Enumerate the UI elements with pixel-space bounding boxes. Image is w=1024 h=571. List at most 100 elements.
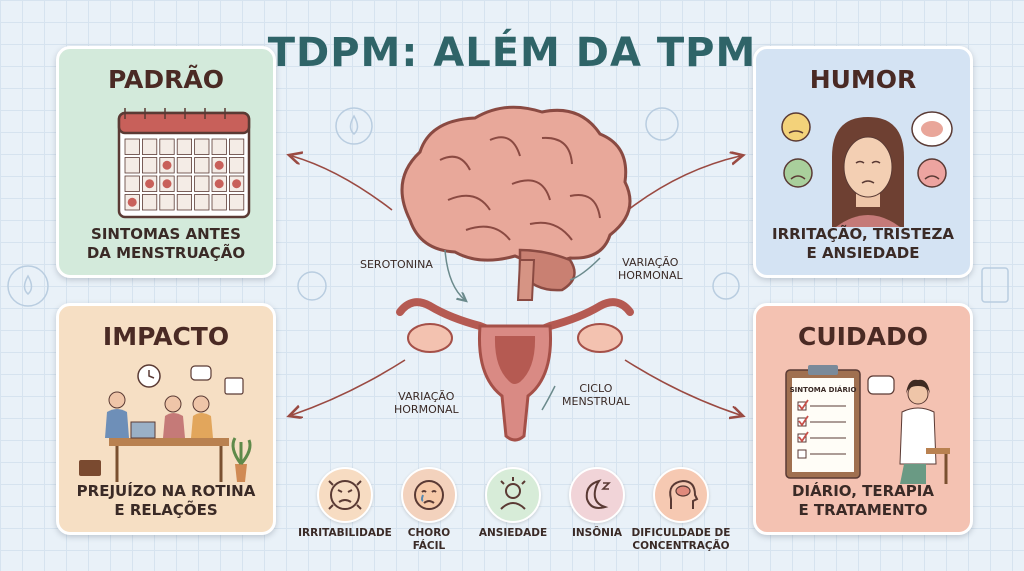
symptom-choro: CHORO FÁCIL <box>369 467 489 553</box>
calendar-day-cell <box>194 194 210 211</box>
symptom-ansiedade-label: ANSIEDADE <box>478 527 548 539</box>
card-cuidado-title: CUIDADO <box>797 322 929 351</box>
label-variacao-left-2: HORMONAL <box>394 403 459 416</box>
calendar-day-cell <box>228 157 245 174</box>
card-impacto: IMPACTO PREJUÍZO NA ROTINA E RELAÇÕES <box>56 303 276 535</box>
calendar-day-cell <box>159 138 175 155</box>
card-padrao-caption-1: SINTOMAS ANTES <box>91 225 241 243</box>
card-humor: HUMOR IRRITAÇÃO, TRISTEZA E ANSIEDADE <box>753 46 973 278</box>
worried-face-icon <box>781 112 811 142</box>
calendar-symptom-dot <box>162 160 172 170</box>
symptom-irritabilidade: IRRITABILIDADE <box>285 467 405 540</box>
drop-doodle-left-icon <box>7 265 49 307</box>
calendar-day-cell <box>142 138 158 155</box>
label-ciclo: CICLO MENSTRUAL <box>562 382 630 408</box>
calendar-day-cell <box>124 175 140 192</box>
symptom-concentracao: DIFICULDADE DE CONCENTRAÇÃO <box>621 467 741 553</box>
symptom-concentracao-label-2: CONCENTRAÇÃO <box>632 540 730 552</box>
calendar-symptom-dot <box>145 179 155 189</box>
card-cuidado-caption-2: E TRATAMENTO <box>798 501 928 519</box>
calendar-day-cell <box>176 157 192 174</box>
card-impacto-title: IMPACTO <box>102 322 230 351</box>
calendar-symptom-dot <box>162 179 172 189</box>
calendar-symptom-dot <box>214 179 224 189</box>
brain-head-icon <box>653 467 709 523</box>
crying-face-icon <box>401 467 457 523</box>
calendar-day-cell <box>124 138 140 155</box>
briefcase-icon <box>79 460 101 476</box>
uterus-icon <box>396 298 634 442</box>
card-impacto-caption-2: E RELAÇÕES <box>114 501 218 519</box>
calendar-day-cell <box>194 157 210 174</box>
symptom-irritabilidade-label: IRRITABILIDADE <box>298 527 392 539</box>
calendar-day-cell <box>211 194 227 211</box>
symptom-insonia: INSÔNIA <box>537 467 657 540</box>
diary-label: SINTOMA DIÁRIO <box>790 385 857 394</box>
sick-face-icon <box>783 158 813 188</box>
calendar-day-cell <box>142 194 158 211</box>
brain-doodle-icon <box>645 107 679 141</box>
calendar-day-cell <box>176 175 192 192</box>
face-doodle-icon <box>712 272 740 300</box>
card-humor-caption-1: IRRITAÇÃO, TRISTEZA <box>771 225 955 243</box>
clipboard-doodle-icon <box>981 267 1009 303</box>
arrow-to-humor <box>627 156 740 211</box>
drop-doodle-icon <box>335 107 373 145</box>
label-serotonina: SEROTONINA <box>360 258 433 271</box>
symptom-concentracao-label-1: DIFICULDADE DE <box>631 527 731 539</box>
symptom-choro-label-2: FÁCIL <box>412 540 446 552</box>
label-ciclo-1: CICLO <box>579 382 613 395</box>
calendar-day-cell <box>176 194 192 211</box>
symptom-ansiedade: ANSIEDADE <box>453 467 573 540</box>
label-variacao-left-1: VARIAÇÃO <box>398 390 455 403</box>
symptom-choro-label-1: CHORO <box>407 527 451 539</box>
calendar-day-cell <box>159 194 175 211</box>
brain-icon <box>400 105 632 301</box>
head-doodle-icon <box>297 271 327 301</box>
calendar-day-cell <box>124 157 140 174</box>
ciclo-arrow <box>541 385 556 411</box>
card-padrao-caption-2: DA MENSTRUAÇÃO <box>86 244 246 262</box>
calendar-day-cell <box>228 138 245 155</box>
calendar-symptom-dot <box>232 179 242 189</box>
doctor-diary-icon: SINTOMA DIÁRIO <box>785 365 950 484</box>
calendar-day-cell <box>142 157 158 174</box>
arrow-to-impacto <box>292 359 406 415</box>
serotonina-arrow <box>444 249 465 300</box>
card-padrao-title: PADRÃO <box>108 65 224 94</box>
brain-uterus-illustration <box>396 105 634 442</box>
page-title: TDPM: ALÉM DA TPM <box>267 30 757 76</box>
sad-face-icon <box>917 158 947 188</box>
calendar-symptom-dot <box>127 197 137 207</box>
card-impacto-caption-1: PREJUÍZO NA ROTINA <box>76 482 256 500</box>
angry-face-icon <box>317 467 373 523</box>
card-humor-caption-2: E ANSIEDADE <box>806 244 920 262</box>
plant-icon <box>235 464 247 482</box>
card-cuidado-caption-1: DIÁRIO, TERAPIA <box>792 482 934 500</box>
speech-bubble-icon <box>190 365 212 381</box>
card-humor-title: HUMOR <box>809 65 917 94</box>
calendar-day-cell <box>194 138 210 155</box>
anxious-person-icon <box>485 467 541 523</box>
arrow-to-cuidado <box>624 359 740 415</box>
symptom-insonia-label: INSÔNIA <box>571 527 622 539</box>
calendar-icon <box>117 108 251 219</box>
label-variacao-right: VARIAÇÃO HORMONAL <box>618 256 683 282</box>
arrow-to-padrao <box>292 156 393 211</box>
label-ciclo-2: MENSTRUAL <box>562 395 630 408</box>
label-variacao-right-1: VARIAÇÃO <box>622 256 679 269</box>
variacao-arrow <box>569 257 601 281</box>
label-variacao-right-2: HORMONAL <box>618 269 683 282</box>
chat-bubble-icon <box>867 375 895 395</box>
moon-sleep-icon <box>569 467 625 523</box>
card-cuidado: CUIDADO SINTOMA DIÁRIO DIÁRIO, TERAPIA E… <box>753 303 973 535</box>
calendar-day-cell <box>211 138 227 155</box>
calendar-day-cell <box>228 194 245 211</box>
calendar-day-cell <box>176 138 192 155</box>
calendar-day-cell <box>194 175 210 192</box>
small-calendar-icon <box>224 377 244 395</box>
sad-woman-icon <box>781 111 953 227</box>
calendar-symptom-dot <box>214 160 224 170</box>
card-padrao: PADRÃO SINTOMAS ANTES DA MENSTRUAÇÃO <box>56 46 276 278</box>
